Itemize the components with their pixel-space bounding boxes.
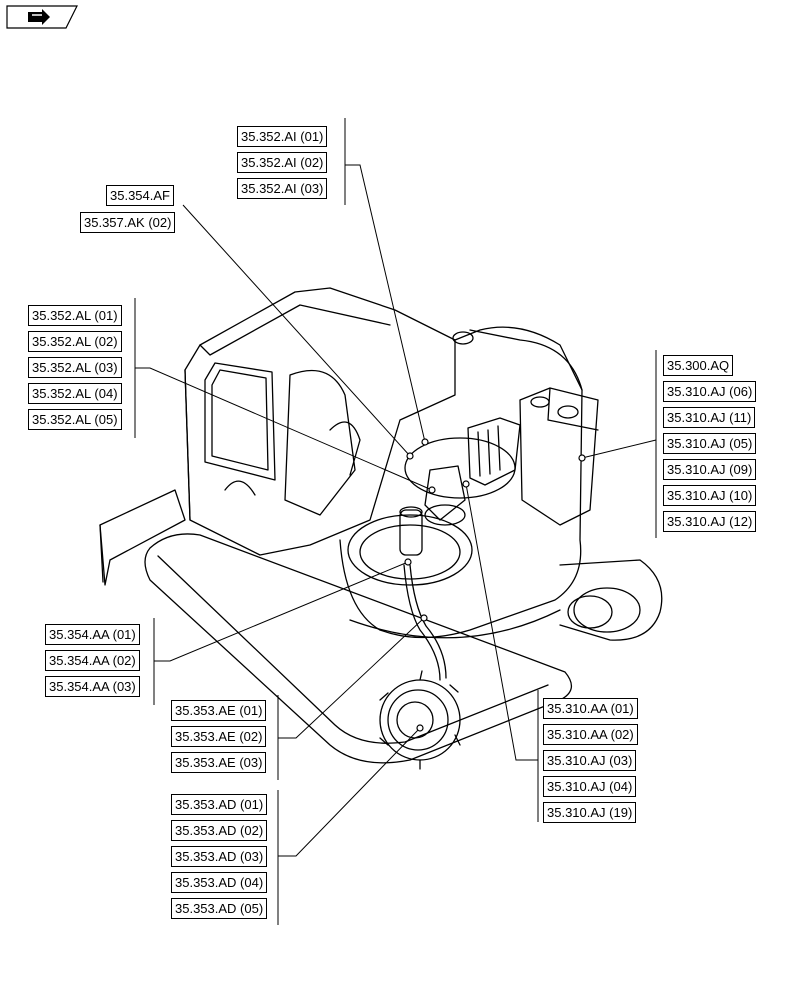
part-label[interactable]: 35.352.AL (04) — [28, 383, 122, 404]
part-label[interactable]: 35.352.AI (02) — [237, 152, 328, 173]
part-label[interactable]: 35.300.AQ — [663, 355, 734, 376]
part-label[interactable]: 35.353.AD (02) — [171, 820, 268, 841]
part-label[interactable]: 35.352.AL (05) — [28, 409, 122, 430]
part-label[interactable]: 35.310.AJ (05) — [663, 433, 757, 454]
part-label[interactable]: 35.353.AE (01) — [171, 700, 267, 721]
next-page-arrow-icon[interactable] — [6, 5, 78, 29]
part-label[interactable]: 35.357.AK (02) — [80, 212, 176, 233]
part-label[interactable]: 35.354.AA (01) — [45, 624, 140, 645]
part-label[interactable]: 35.310.AJ (10) — [663, 485, 757, 506]
part-label[interactable]: 35.353.AE (03) — [171, 752, 267, 773]
part-label[interactable]: 35.310.AJ (03) — [543, 750, 637, 771]
part-label[interactable]: 35.310.AJ (19) — [543, 802, 637, 823]
part-label[interactable]: 35.354.AA (03) — [45, 676, 140, 697]
part-label[interactable]: 35.352.AI (03) — [237, 178, 328, 199]
part-label[interactable]: 35.354.AF — [106, 185, 174, 206]
part-label[interactable]: 35.353.AE (02) — [171, 726, 267, 747]
part-label[interactable]: 35.352.AL (02) — [28, 331, 122, 352]
part-label[interactable]: 35.352.AI (01) — [237, 126, 328, 147]
part-label[interactable]: 35.310.AA (01) — [543, 698, 638, 719]
part-label[interactable]: 35.353.AD (05) — [171, 898, 268, 919]
part-label[interactable]: 35.310.AJ (04) — [543, 776, 637, 797]
part-label[interactable]: 35.352.AL (01) — [28, 305, 122, 326]
part-label[interactable]: 35.353.AD (04) — [171, 872, 268, 893]
part-label[interactable]: 35.353.AD (01) — [171, 794, 268, 815]
part-label[interactable]: 35.310.AJ (11) — [663, 407, 756, 428]
part-label[interactable]: 35.353.AD (03) — [171, 846, 268, 867]
part-label[interactable]: 35.310.AJ (12) — [663, 511, 757, 532]
part-label[interactable]: 35.310.AA (02) — [543, 724, 638, 745]
part-label[interactable]: 35.310.AJ (06) — [663, 381, 757, 402]
part-label[interactable]: 35.354.AA (02) — [45, 650, 140, 671]
part-label[interactable]: 35.310.AJ (09) — [663, 459, 757, 480]
part-label[interactable]: 35.352.AL (03) — [28, 357, 122, 378]
